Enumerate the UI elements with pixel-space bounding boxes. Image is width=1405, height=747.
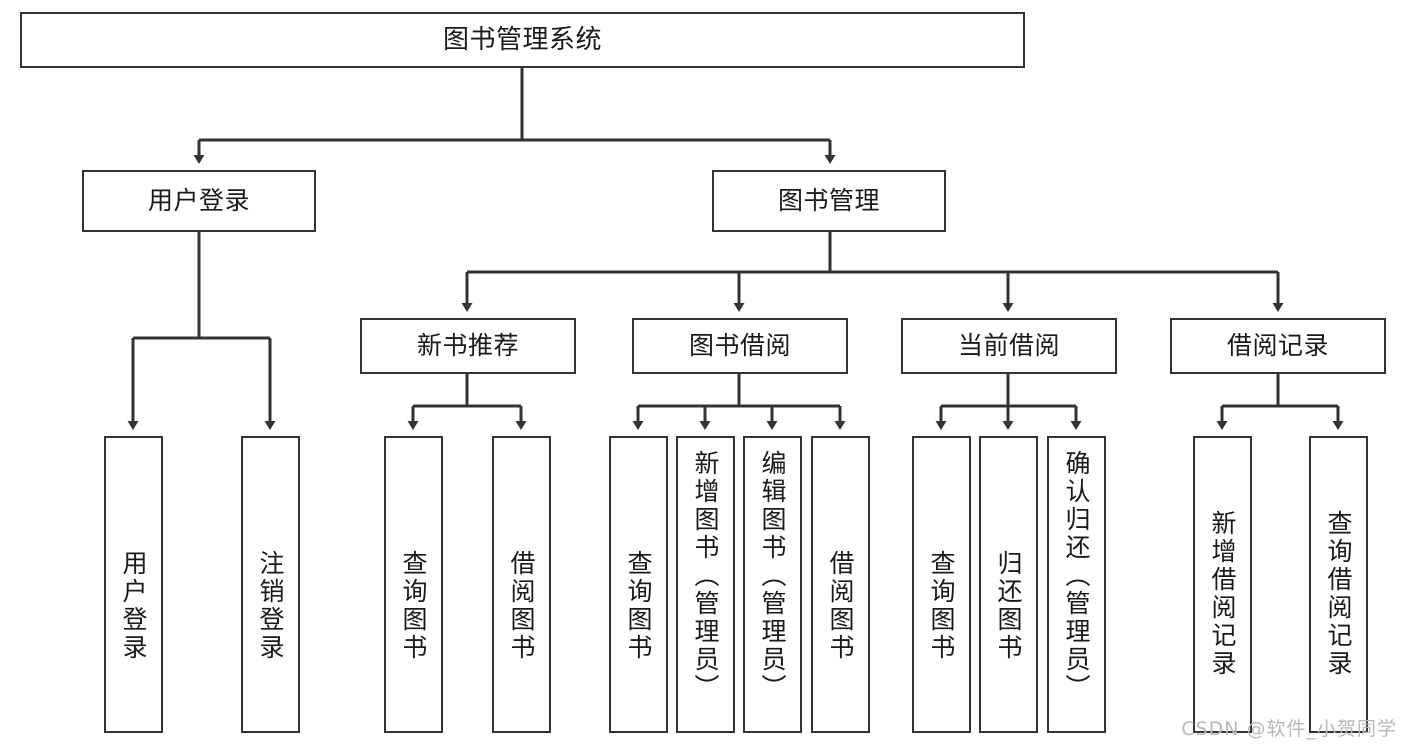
leaf-user-login[interactable]: 用户登录 — [104, 436, 163, 733]
leaf-current-return-book[interactable]: 归还图书 — [979, 436, 1038, 733]
node-book-borrow[interactable]: 图书借阅 — [632, 318, 848, 374]
node-label: 编辑图书（管理员） — [758, 450, 787, 702]
node-label: 借阅图书 — [826, 550, 855, 662]
node-book-management[interactable]: 图书管理 — [712, 170, 946, 232]
node-label: 查询图书 — [624, 550, 653, 662]
csdn-watermark: CSDN @软件_小贺同学 — [1181, 718, 1397, 740]
node-label: 图书管理系统 — [442, 24, 602, 55]
node-label: 当前借阅 — [957, 331, 1060, 361]
leaf-current-confirm-return-admin[interactable]: 确认归还（管理员） — [1047, 436, 1106, 733]
leaf-borrow-query-book[interactable]: 查询图书 — [609, 436, 668, 733]
node-label: 查询图书 — [927, 550, 956, 662]
node-label: 查询借阅记录 — [1324, 510, 1353, 678]
node-root-system[interactable]: 图书管理系统 — [20, 12, 1025, 68]
node-label: 借阅记录 — [1226, 331, 1329, 361]
node-label: 图书管理 — [777, 186, 880, 216]
node-label: 查询图书 — [399, 550, 428, 662]
node-user-login[interactable]: 用户登录 — [82, 170, 316, 232]
node-label: 用户登录 — [147, 186, 250, 216]
leaf-records-add-record[interactable]: 新增借阅记录 — [1193, 436, 1252, 733]
leaf-user-logout[interactable]: 注销登录 — [241, 436, 300, 733]
node-current-borrow[interactable]: 当前借阅 — [901, 318, 1117, 374]
node-label: 新增借阅记录 — [1208, 510, 1237, 678]
node-label: 新增图书（管理员） — [691, 450, 720, 702]
node-label: 归还图书 — [994, 550, 1023, 662]
leaf-records-query-record[interactable]: 查询借阅记录 — [1309, 436, 1368, 733]
leaf-current-query-book[interactable]: 查询图书 — [912, 436, 971, 733]
node-label: 用户登录 — [119, 550, 148, 662]
node-borrow-records[interactable]: 借阅记录 — [1170, 318, 1386, 374]
node-new-book-recommend[interactable]: 新书推荐 — [360, 318, 576, 374]
leaf-newbook-borrow-book[interactable]: 借阅图书 — [492, 436, 551, 733]
node-label: 注销登录 — [256, 550, 285, 662]
leaf-borrow-add-book-admin[interactable]: 新增图书（管理员） — [676, 436, 735, 733]
node-label: 借阅图书 — [507, 550, 536, 662]
node-label: 新书推荐 — [416, 331, 519, 361]
leaf-newbook-query-book[interactable]: 查询图书 — [384, 436, 443, 733]
node-label: 图书借阅 — [688, 331, 791, 361]
leaf-borrow-edit-book-admin[interactable]: 编辑图书（管理员） — [743, 436, 802, 733]
node-label: 确认归还（管理员） — [1062, 450, 1091, 702]
leaf-borrow-borrow-book[interactable]: 借阅图书 — [811, 436, 870, 733]
